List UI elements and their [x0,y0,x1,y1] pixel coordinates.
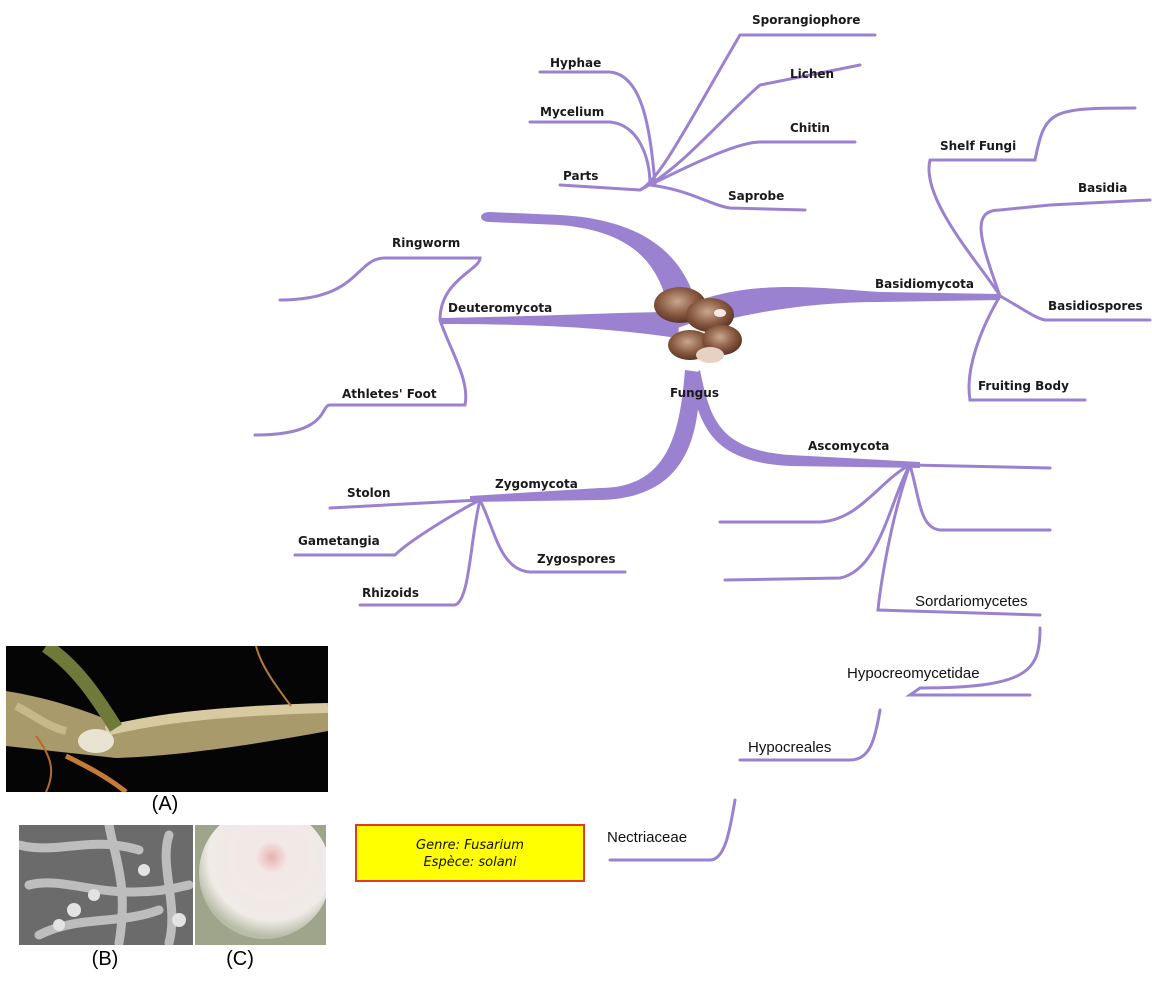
node-athletes-foot: Athletes' Foot [342,387,437,401]
photo-a-stem [6,646,328,792]
branch-parts-label: Parts [563,169,598,183]
node-basidia: Basidia [1078,181,1127,195]
branch-deuteromycota-label: Deuteromycota [448,301,552,315]
genre-species-box: Genre: Fusarium Espèce: solani [355,824,585,882]
node-stolon: Stolon [347,486,391,500]
genre-line: Genre: Fusarium [357,837,583,854]
center-label: Fungus [670,386,719,400]
node-rhizoids: Rhizoids [362,586,419,600]
node-saprobe: Saprobe [728,189,784,203]
node-shelf-fungi: Shelf Fungi [940,139,1016,153]
taxon-hypocreomycetidae: Hypocreomycetidae [847,665,980,682]
photo-c-colony [195,825,326,945]
caption-c: (C) [205,948,275,971]
branch-lines [255,35,1150,860]
branch-ascomycota-label: Ascomycota [808,439,889,453]
node-sporangiophore: Sporangiophore [752,13,860,27]
node-chitin: Chitin [790,121,830,135]
caption-b: (B) [70,948,140,971]
node-mycelium: Mycelium [540,105,604,119]
node-zygospores: Zygospores [537,552,616,566]
species-line: Espèce: solani [357,854,583,871]
taxon-sordariomycetes: Sordariomycetes [915,593,1028,610]
taxon-hypocreales: Hypocreales [748,739,831,756]
node-gametangia: Gametangia [298,534,380,548]
node-lichen: Lichen [790,67,834,81]
node-basidiospores: Basidiospores [1048,299,1143,313]
branch-basidiomycota-label: Basidiomycota [875,277,974,291]
photo-b-sem [19,825,193,945]
caption-a: (A) [130,793,200,816]
node-ringworm: Ringworm [392,236,460,250]
taxon-nectriaceae: Nectriaceae [607,829,687,846]
node-hyphae: Hyphae [550,56,601,70]
branch-zygomycota-label: Zygomycota [495,477,578,491]
node-fruiting-body: Fruiting Body [978,379,1069,393]
